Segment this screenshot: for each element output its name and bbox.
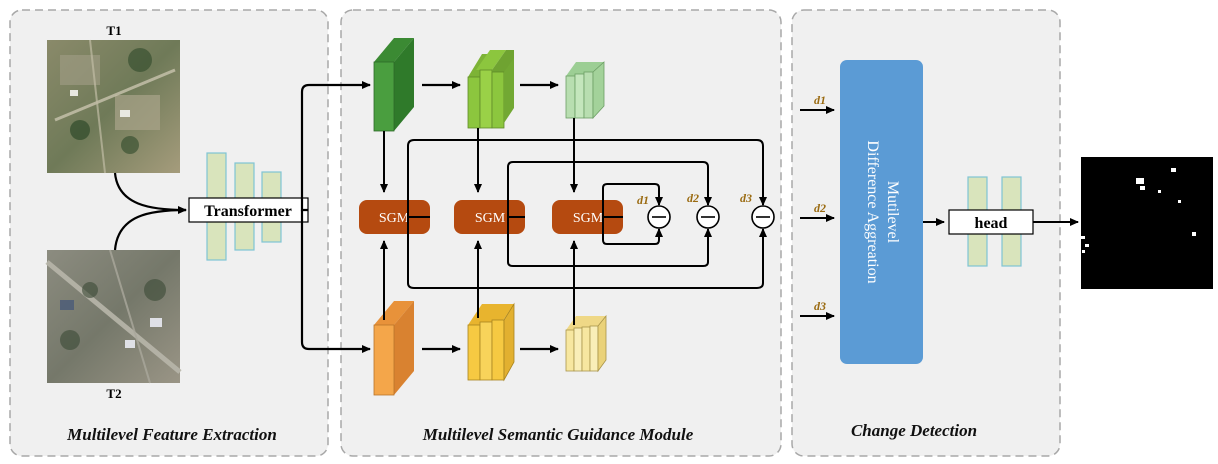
sgm-block-1: SGM xyxy=(359,200,430,234)
green-feature-level-2 xyxy=(467,50,514,129)
d3-label-right: d3 xyxy=(814,299,826,313)
head-block: head xyxy=(948,209,1034,235)
loop-sgm3-to-d1-bottom xyxy=(602,217,663,245)
d2-label-mid: d2 xyxy=(687,191,699,205)
t1-image xyxy=(47,39,180,174)
arrow-transformer-to-top xyxy=(300,81,371,212)
change-map-output xyxy=(1081,157,1213,289)
subtract-node-d1 xyxy=(647,205,671,229)
sgm-label-1: SGM xyxy=(379,211,410,226)
green-feature-level-1 xyxy=(373,38,414,132)
sgm-label-2: SGM xyxy=(475,211,506,226)
sgm-block-3: SGM xyxy=(552,200,623,234)
loop-sgm1-to-d3 xyxy=(407,139,767,218)
loop-sgm1-to-d3-bottom xyxy=(407,217,767,289)
subtract-node-d3 xyxy=(751,205,775,229)
yellow-feature-level-3 xyxy=(565,314,607,373)
t2-image xyxy=(45,249,182,384)
loop-sgm3-to-d1 xyxy=(602,183,663,218)
d1-label-mid: d1 xyxy=(637,193,649,207)
subtract-node-d2 xyxy=(696,205,720,229)
mda-label-line2: Difference Aggreation xyxy=(864,140,881,283)
panel-label-change-detection: Change Detection xyxy=(851,421,977,440)
sgm-label-3: SGM xyxy=(573,211,604,226)
yellow-feature-level-2 xyxy=(467,302,515,382)
panel-label-semantic-guidance: Multilevel Semantic Guidance Module xyxy=(422,425,694,444)
t1-label: T1 xyxy=(106,23,121,38)
arrow-t2-to-transformer xyxy=(113,208,187,251)
d3-label-mid: d3 xyxy=(740,191,752,205)
multilevel-difference-aggregation-block: Mutilevel Difference Aggreation xyxy=(840,60,923,364)
t2-label: T2 xyxy=(106,386,121,401)
head-label: head xyxy=(975,215,1008,232)
transformer-label: Transformer xyxy=(204,203,292,220)
arrow-transformer-to-bottom xyxy=(300,210,371,353)
green-feature-level-3 xyxy=(565,61,605,120)
d2-label-right: d2 xyxy=(814,201,826,215)
loop-sgm2-to-d2 xyxy=(507,161,712,218)
transformer-block: Transformer xyxy=(188,197,309,223)
d1-label-right: d1 xyxy=(814,93,826,107)
mda-label-line1: Mutilevel xyxy=(884,181,901,244)
loop-sgm2-to-d2-bottom xyxy=(507,217,712,267)
panel-label-feature-extraction: Multilevel Feature Extraction xyxy=(66,425,277,444)
